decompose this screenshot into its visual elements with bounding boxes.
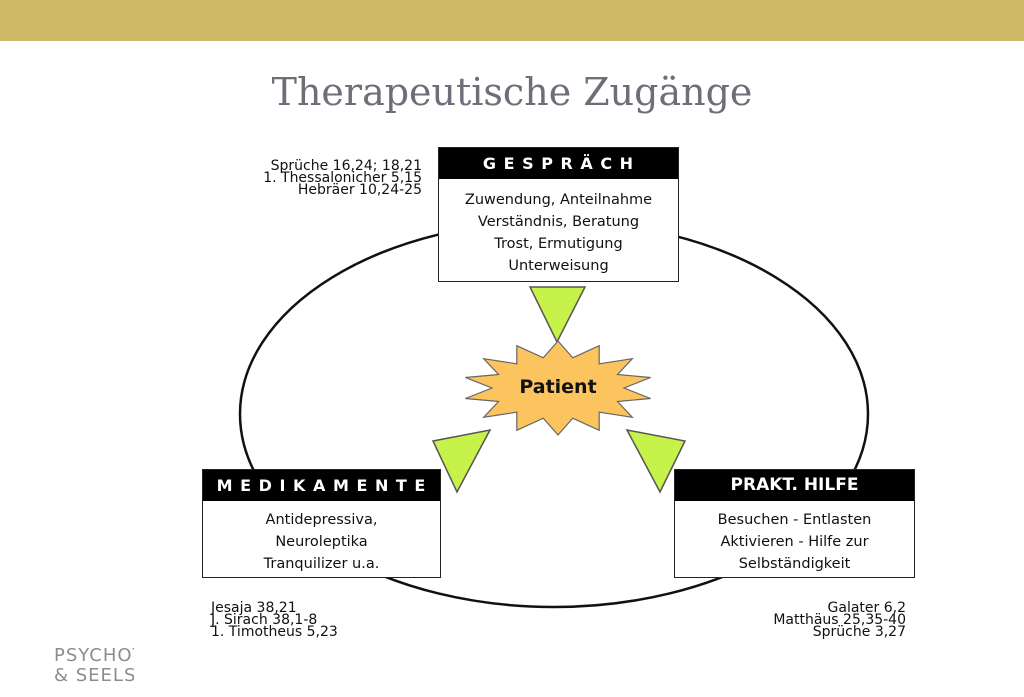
praktische-hilfe-line: Besuchen - Entlasten bbox=[717, 512, 872, 528]
reference-item: Matthäus 25,35-40 bbox=[773, 612, 906, 628]
gespraech-line: Trost, Ermutigung bbox=[494, 236, 623, 252]
medikamente-header: M E D I K A M E N T E bbox=[203, 470, 440, 501]
praktische-hilfe-line: Selbständigkeit bbox=[738, 556, 851, 572]
medikamente-box: M E D I K A M E N T E Antidepressiva, Ne… bbox=[202, 469, 441, 578]
reference-item: 1. Timotheus 5,23 bbox=[211, 624, 338, 640]
reference-item: Sprüche 3,27 bbox=[812, 624, 906, 640]
reference-item: 1. Thessalonicher 5,15 bbox=[263, 170, 422, 186]
medikamente-line: Antidepressiva, bbox=[265, 512, 378, 528]
top-accent-bar bbox=[0, 0, 1024, 41]
gespraech-body: Zuwendung, Anteilnahme Verständnis, Bera… bbox=[439, 179, 678, 277]
praktische-hilfe-header: PRAKT. HILFE bbox=[675, 470, 914, 501]
praktische-hilfe-body: Besuchen - Entlasten Aktivieren - Hilfe … bbox=[675, 501, 914, 575]
logo-line: PSYCHOTHERAPIE bbox=[54, 646, 134, 666]
brand-logo: PSYCHOTHERAPIE & SEELSORGE bbox=[54, 646, 134, 686]
reference-item: Sprüche 16,24; 18,21 bbox=[270, 158, 422, 174]
patient-label: Patient bbox=[519, 376, 597, 398]
medikamente-line: Neuroleptika bbox=[275, 534, 368, 550]
gespraech-line: Zuwendung, Anteilnahme bbox=[464, 192, 653, 208]
praktische-hilfe-line: Aktivieren - Hilfe zur bbox=[720, 534, 869, 550]
medikamente-body: Antidepressiva, Neuroleptika Tranquilize… bbox=[203, 501, 440, 575]
arrow-triangle-top bbox=[528, 286, 587, 344]
references-bottom-left: Jesaja 38,21 J. Sirach 38,1-8 1. Timothe… bbox=[211, 600, 338, 640]
logo-line: & SEELSORGE bbox=[54, 665, 134, 686]
page-title: Therapeutische Zugänge bbox=[271, 70, 753, 114]
patient-burst bbox=[465, 340, 651, 436]
praktische-hilfe-box: PRAKT. HILFE Besuchen - Entlasten Aktivi… bbox=[674, 469, 915, 578]
gespraech-line: Unterweisung bbox=[508, 258, 609, 274]
reference-item: J. Sirach 38,1-8 bbox=[211, 612, 318, 628]
arrow-triangle-left bbox=[431, 428, 492, 494]
references-top: Sprüche 16,24; 18,21 1. Thessalonicher 5… bbox=[263, 158, 422, 198]
reference-item: Galater 6,2 bbox=[827, 600, 906, 616]
references-bottom-right: Galater 6,2 Matthäus 25,35-40 Sprüche 3,… bbox=[773, 600, 906, 640]
reference-item: Jesaja 38,21 bbox=[211, 600, 297, 616]
reference-item: Hebräer 10,24-25 bbox=[297, 182, 422, 198]
gespraech-header: G E S P R Ä C H bbox=[439, 148, 678, 179]
gespraech-box: G E S P R Ä C H Zuwendung, Anteilnahme V… bbox=[438, 147, 679, 282]
gespraech-line: Verständnis, Beratung bbox=[477, 214, 640, 230]
medikamente-line: Tranquilizer u.a. bbox=[263, 556, 380, 572]
arrow-triangle-right bbox=[625, 428, 687, 494]
